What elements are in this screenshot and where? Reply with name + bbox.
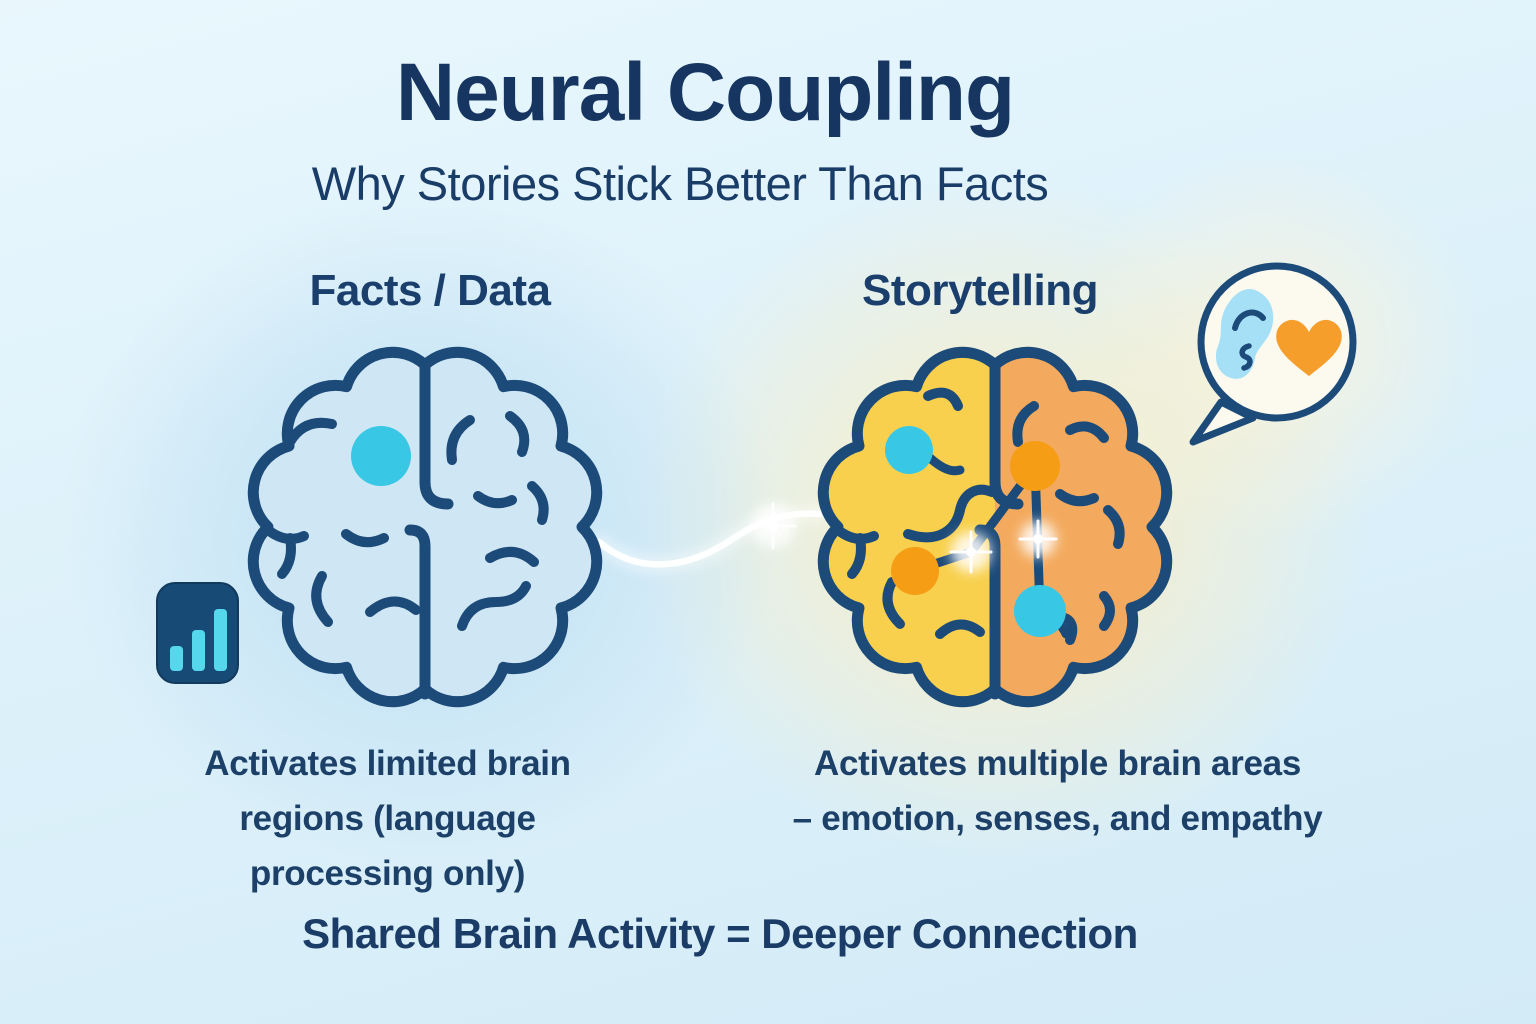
page-subtitle: Why Stories Stick Better Than Facts <box>311 157 1049 210</box>
heart-icon <box>1276 319 1342 376</box>
facts-caption-line: regions (language <box>239 799 536 838</box>
neural-link-line <box>591 502 829 573</box>
storytelling-caption-line: Activates multiple brain areas <box>813 744 1302 783</box>
footer-statement: Shared Brain Activity = Deeper Connectio… <box>302 910 1138 957</box>
storytelling-brain-illustration <box>808 334 1182 724</box>
bar-chart-icon <box>156 582 239 684</box>
link-spark <box>749 502 797 550</box>
facts-caption-line: processing only) <box>249 854 526 893</box>
activation-node-cyan <box>1014 585 1066 637</box>
synapse-spark <box>1018 519 1058 559</box>
brain-folds <box>263 411 549 631</box>
facts-caption-line: Activates limited brain <box>204 744 571 783</box>
storytelling-caption: Activates multiple brain areas – emotion… <box>735 736 1380 846</box>
brain-folds <box>833 387 1125 645</box>
language-activation-dot <box>351 426 411 486</box>
facts-caption: Activates limited brain regions (languag… <box>110 736 665 901</box>
activation-node-cyan <box>885 426 933 474</box>
synapse-spark <box>949 530 993 574</box>
storytelling-heading: Storytelling <box>861 266 1099 315</box>
facts-heading: Facts / Data <box>309 266 551 315</box>
facts-brain-illustration <box>238 334 612 724</box>
activation-node-orange <box>891 547 939 595</box>
activation-node-orange <box>1010 441 1060 491</box>
ear-icon <box>1215 289 1274 379</box>
page-title: Neural Coupling <box>395 47 1015 138</box>
storytelling-caption-line: – emotion, senses, and empathy <box>792 799 1323 838</box>
brain-fissure <box>404 362 454 700</box>
speech-bubble <box>1189 262 1357 446</box>
